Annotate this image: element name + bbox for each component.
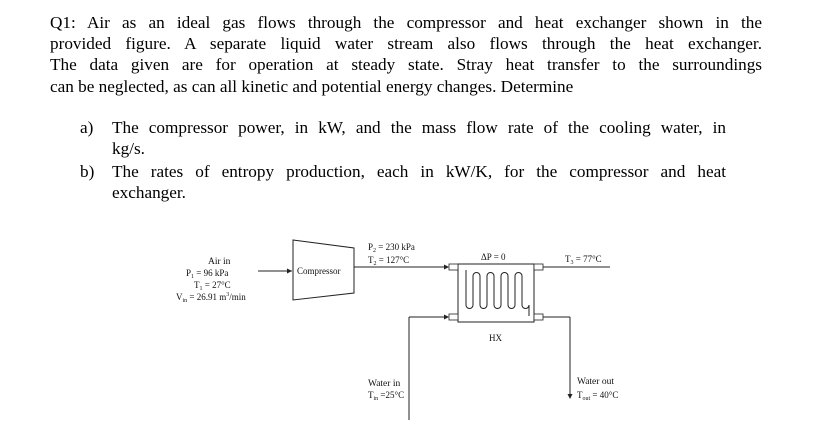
compressor-body bbox=[292, 239, 355, 301]
intro-line: The data given are for operation at stea… bbox=[50, 55, 762, 75]
part-b-line: The rates of entropy production, each in… bbox=[112, 162, 726, 181]
delta-p-label: ΔP = 0 bbox=[481, 252, 506, 262]
water-in-temp: Tin =25°C bbox=[368, 390, 404, 402]
part-b-label: b) bbox=[80, 162, 95, 181]
hx-label: HX bbox=[489, 333, 502, 343]
intro-line: provided figure. A separate liquid water… bbox=[50, 34, 762, 54]
state3-t3: T3 = 77°C bbox=[565, 254, 602, 266]
part-a-line: kg/s. bbox=[112, 139, 145, 159]
air-pipe-2-arrow-icon bbox=[444, 264, 449, 270]
part-b-text: The rates of entropy production, each in… bbox=[112, 161, 726, 203]
water-in-title: Water in bbox=[368, 379, 400, 389]
air-in-t1: T1 = 27°C bbox=[194, 280, 231, 292]
intro-line: Q1: Air as an ideal gas flows through th… bbox=[50, 13, 762, 32]
question-intro: Q1: Air as an ideal gas flows through th… bbox=[50, 12, 762, 97]
air-in-vin: Vin = 26.91 m3/min bbox=[176, 292, 246, 304]
part-a-line: The compressor power, in kW, and the mas… bbox=[112, 118, 726, 137]
water-out-temp: Tout = 40°C bbox=[577, 390, 618, 402]
part-b-line: exchanger. bbox=[112, 183, 186, 203]
air-in-title: Air in bbox=[208, 257, 231, 267]
heat-exchanger-box bbox=[457, 263, 535, 323]
hx-coil bbox=[465, 270, 530, 316]
state2-t2: T2 = 127°C bbox=[368, 255, 409, 267]
part-a-text: The compressor power, in kW, and the mas… bbox=[112, 117, 726, 159]
hx-air-inlet-nozzle bbox=[448, 263, 459, 271]
air-inlet-arrow-icon bbox=[287, 268, 292, 274]
water-out-title: Water out bbox=[577, 377, 614, 387]
hx-water-outlet-nozzle bbox=[533, 313, 544, 321]
intro-line: can be neglected, as can all kinetic and… bbox=[50, 76, 574, 96]
state2-p2: P2 = 230 kPa bbox=[368, 242, 415, 254]
hx-water-inlet-nozzle bbox=[448, 313, 459, 321]
hx-air-outlet-nozzle bbox=[533, 263, 544, 271]
air-in-p1: P1 = 96 kPa bbox=[186, 268, 228, 280]
compressor-label: Compressor bbox=[297, 266, 341, 276]
part-a-label: a) bbox=[80, 118, 94, 137]
water-out-arrow-icon bbox=[567, 394, 573, 399]
water-in-arrow-icon bbox=[444, 314, 449, 320]
